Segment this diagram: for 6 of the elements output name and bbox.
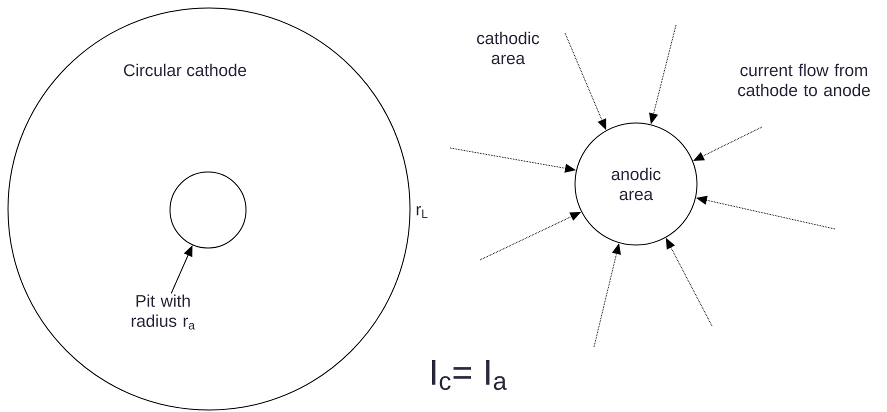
radius-label: r$_{L}$ [416, 206, 428, 218]
pit-label: Pit with radius r$_{a}$ [132, 294, 195, 330]
current-equation: I$_{c}$= I$_{a}$ [432, 360, 507, 390]
cathodic-area-label: cathodic area [477, 32, 540, 64]
current-flow-label: current flow from cathode to anode [738, 64, 870, 96]
pit-circle [170, 172, 246, 248]
